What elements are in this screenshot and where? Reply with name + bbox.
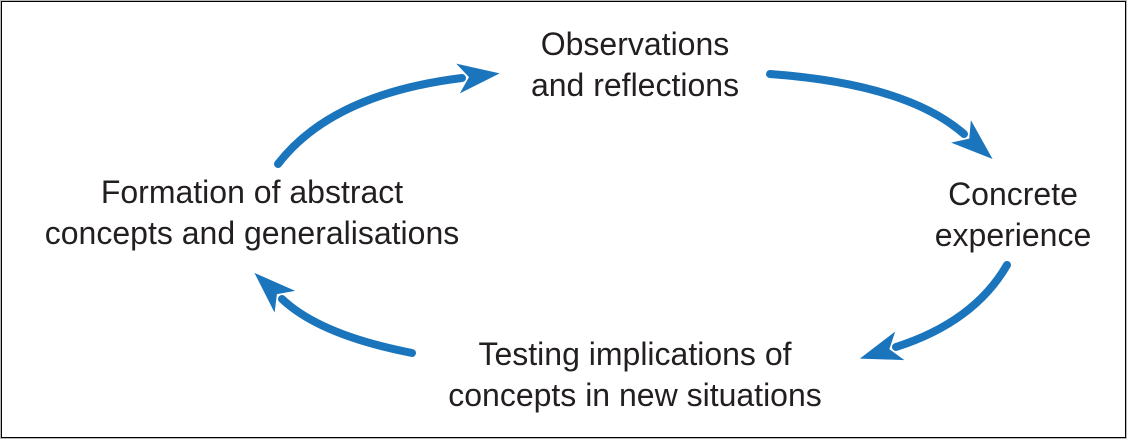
node-label-line: concepts and generalisations: [44, 215, 460, 251]
node-label-line: and reflections: [530, 67, 740, 103]
node-label-line: experience: [934, 217, 1092, 253]
node-testing-implications: Testing implications of concepts in new …: [448, 334, 822, 416]
node-concrete-experience: Concrete experience: [935, 174, 1092, 256]
arrow-observations-to-concrete-icon: [766, 70, 993, 160]
node-label-line: Observations: [540, 26, 730, 62]
node-observations-and-reflections: Observations and reflections: [531, 24, 739, 106]
arrow-concrete-to-testing-icon: [859, 261, 1011, 361]
node-label-line: Testing implications of: [478, 336, 792, 372]
node-label-line: Concrete: [948, 176, 1078, 212]
arrow-testing-to-formation-icon: [254, 272, 416, 357]
node-label-line: concepts in new situations: [448, 377, 822, 413]
arrow-formation-to-observations-icon: [274, 63, 500, 168]
node-label-line: Formation of abstract: [100, 174, 404, 210]
node-formation-of-abstract-concepts: Formation of abstract concepts and gener…: [45, 172, 460, 254]
